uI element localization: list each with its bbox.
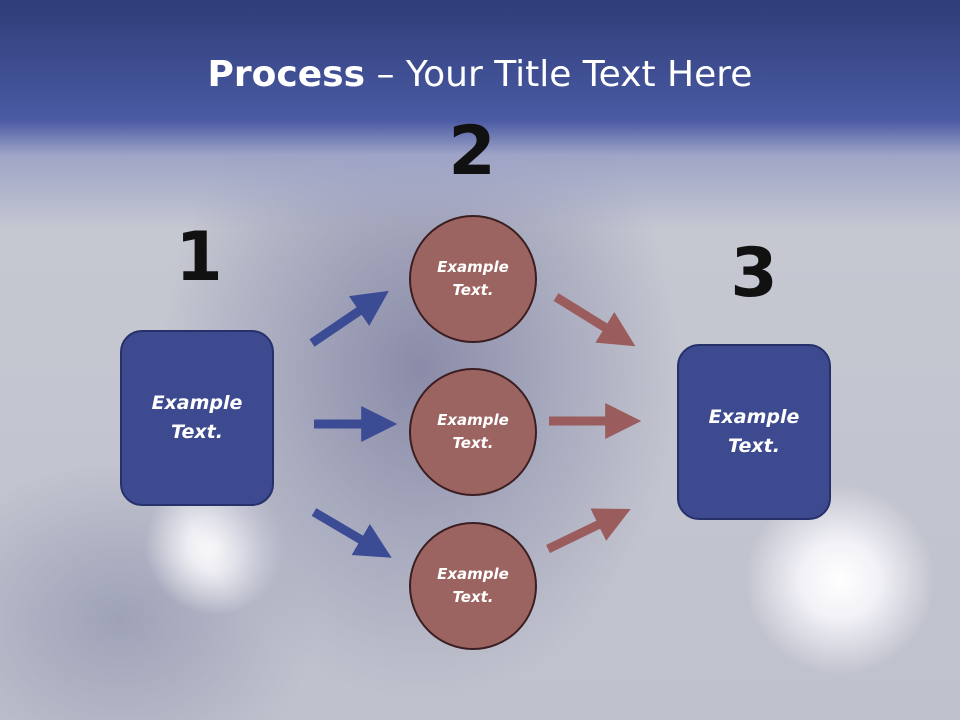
title-rest: – Your Title Text Here bbox=[365, 54, 753, 95]
step-box-3: Example Text. bbox=[677, 344, 831, 520]
arrow-red-down bbox=[553, 293, 636, 347]
arrow-blue-up bbox=[309, 290, 389, 347]
circle-top: Example Text. bbox=[409, 215, 537, 343]
circle-bottom: Example Text. bbox=[409, 522, 537, 650]
step-box-1-text: Example Text. bbox=[151, 392, 243, 443]
title-bold: Process bbox=[207, 54, 366, 95]
step-number-2: 2 bbox=[448, 112, 496, 191]
step-number-3: 3 bbox=[730, 234, 778, 313]
circle-top-text: Example Text. bbox=[437, 258, 509, 299]
slide-title: Process – Your Title Text Here bbox=[0, 52, 960, 98]
circle-middle: Example Text. bbox=[409, 368, 537, 496]
circle-bottom-text: Example Text. bbox=[437, 565, 509, 606]
step-number-1: 1 bbox=[175, 218, 223, 297]
arrow-blue-down bbox=[311, 508, 392, 558]
arrow-red-up bbox=[546, 508, 631, 554]
step-box-1: Example Text. bbox=[120, 330, 274, 506]
circle-middle-text: Example Text. bbox=[437, 411, 509, 452]
step-box-3-text: Example Text. bbox=[708, 406, 800, 457]
